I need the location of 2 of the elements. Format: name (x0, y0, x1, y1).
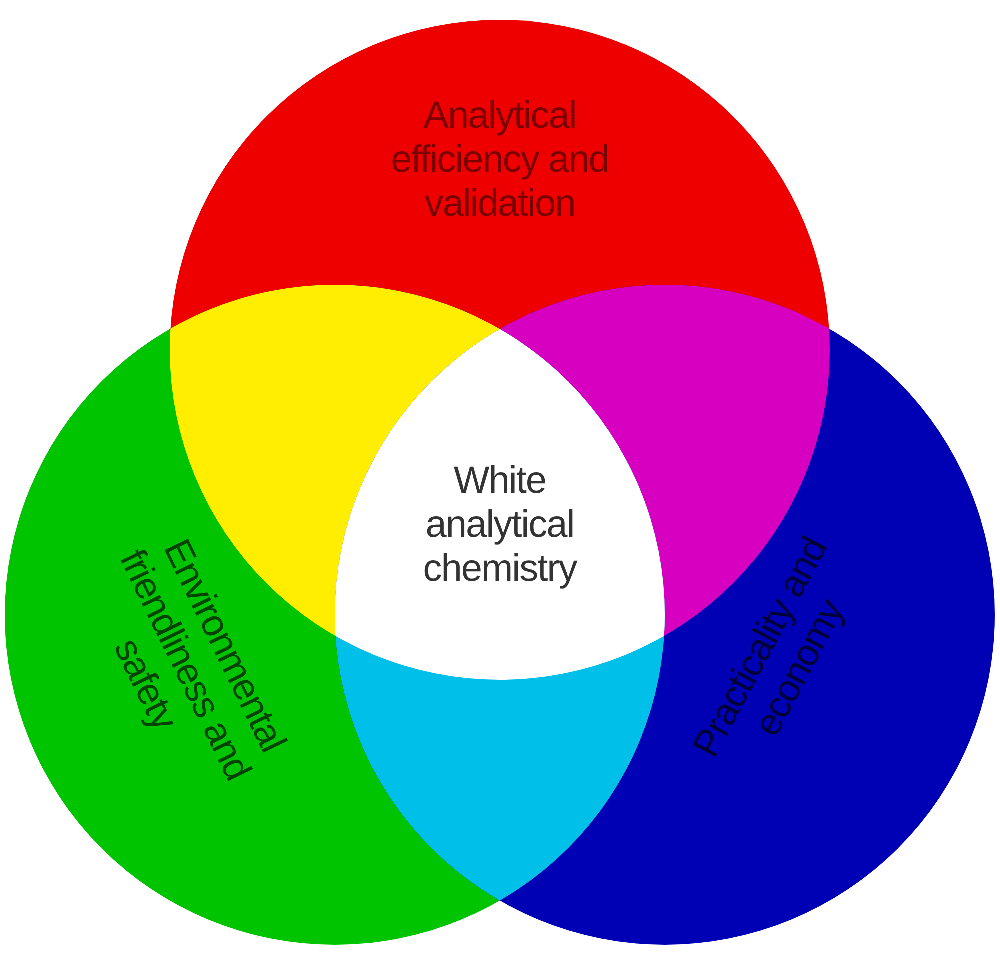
region-label: White analytical chemistry (422, 459, 578, 591)
region-label: Analytical efficiency and validation (390, 94, 610, 226)
